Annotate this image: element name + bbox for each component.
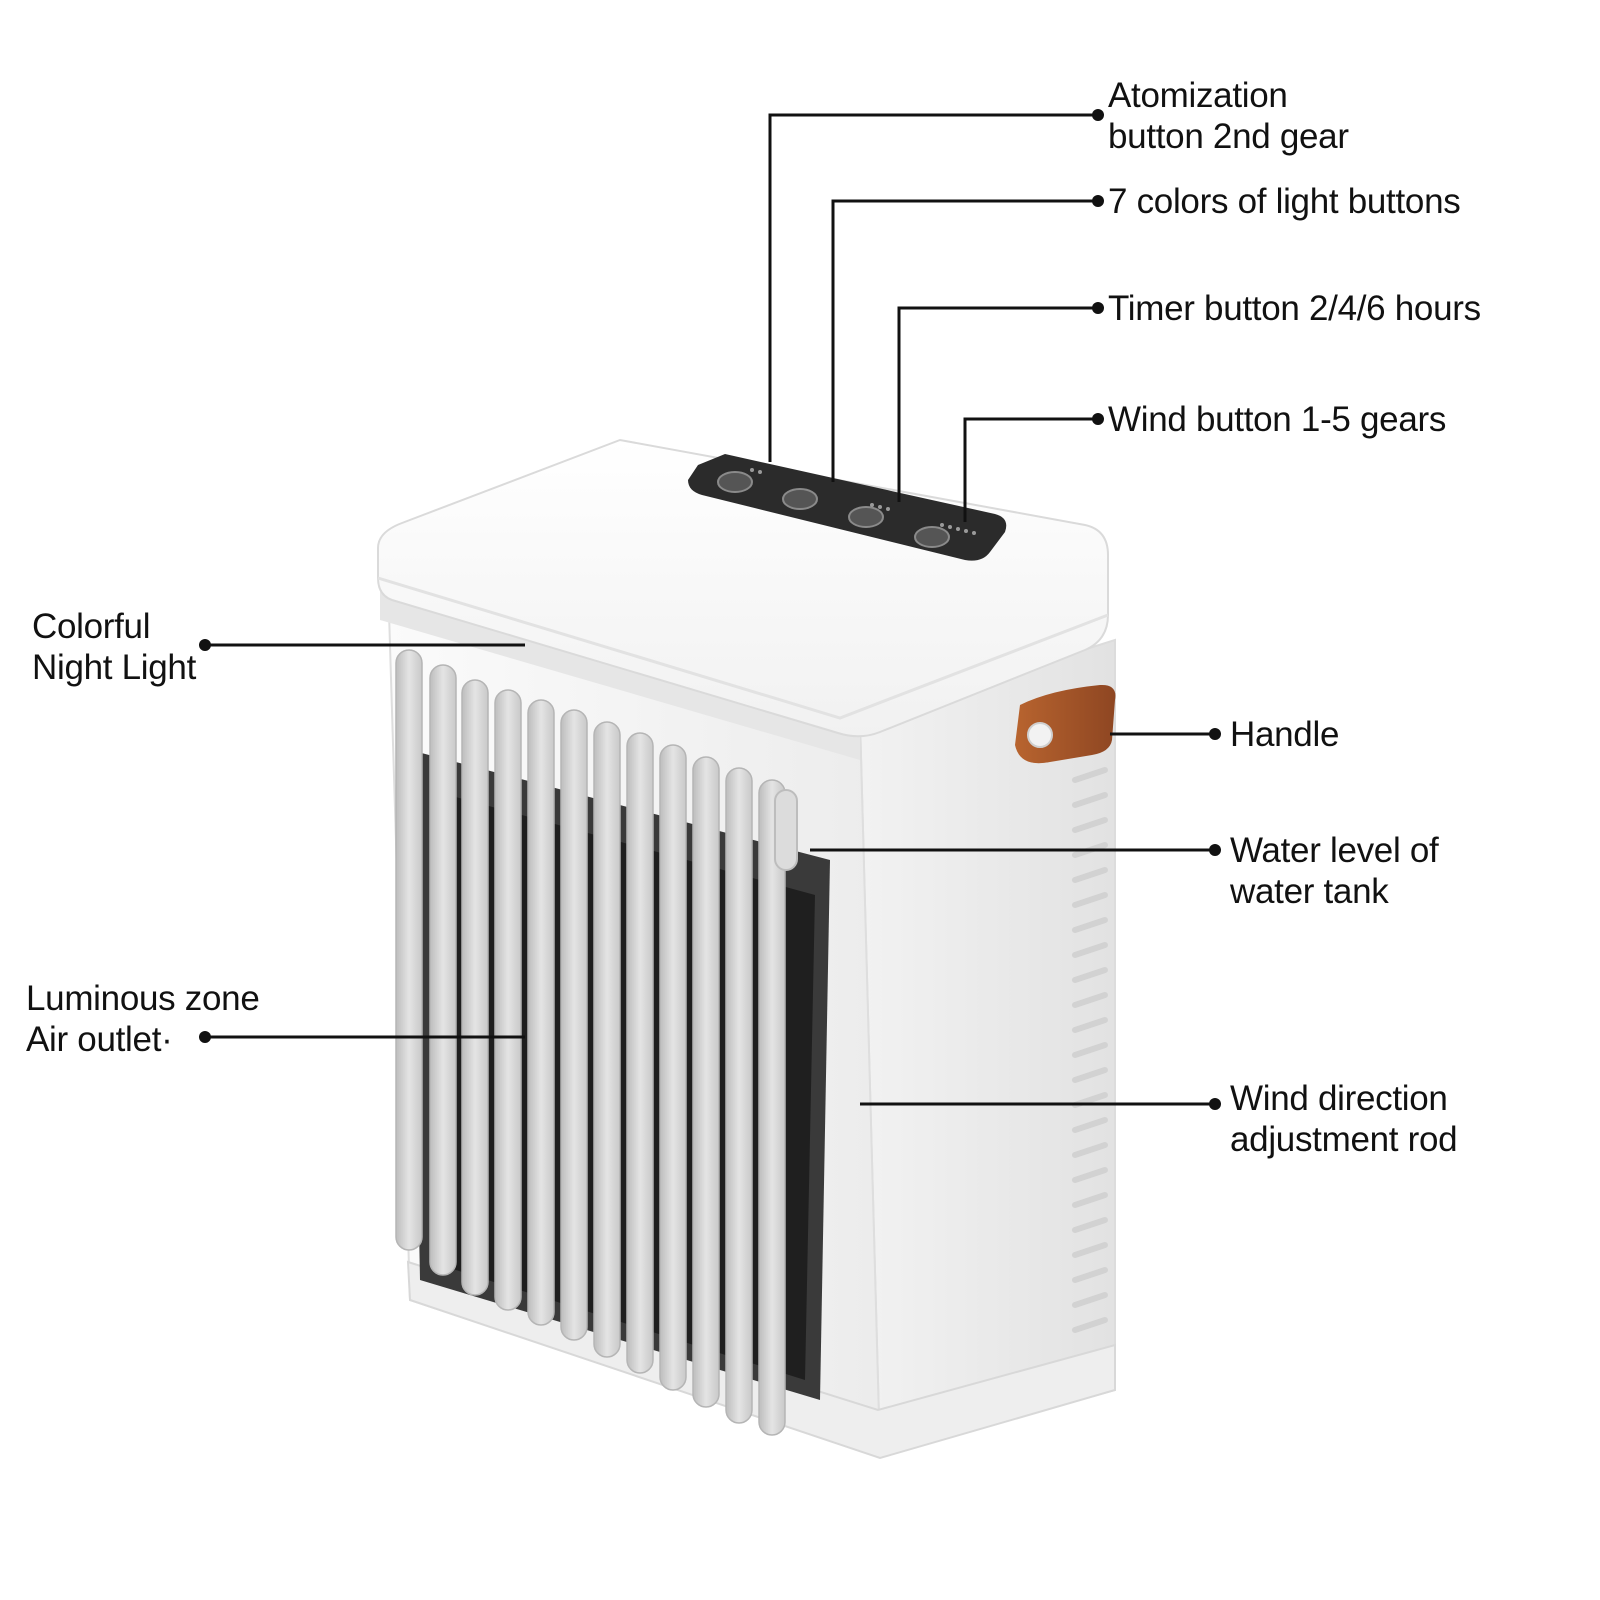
- label-wind-line1: Wind button 1-5 gears: [1108, 400, 1447, 439]
- side-vents: [1072, 767, 1108, 1333]
- leader-timer: [897, 306, 1098, 502]
- cooler-base: [406, 1260, 1116, 1460]
- label-night-light-line2: Night Light: [32, 648, 197, 687]
- label-air-outlet: Luminous zone Air outlet·: [26, 978, 260, 1060]
- label-wind-direction-line1: Wind direction: [1230, 1079, 1448, 1118]
- label-atomization-line1: Atomization: [1108, 76, 1288, 115]
- lid-edge: [377, 576, 1109, 720]
- panel-buttons: [717, 471, 950, 548]
- label-light-buttons: 7 colors of light buttons: [1108, 181, 1461, 222]
- leader-dots: [199, 109, 1221, 1110]
- leader-atomization: [768, 113, 1098, 462]
- label-air-outlet-line2: Air outlet·: [26, 1020, 173, 1059]
- label-light-line1: 7 colors of light buttons: [1108, 182, 1461, 221]
- water-level-window: [774, 789, 798, 871]
- label-atomization-button: Atomization button 2nd gear: [1108, 75, 1349, 157]
- label-water-level-line2: water tank: [1230, 872, 1389, 911]
- label-timer-button: Timer button 2/4/6 hours: [1108, 288, 1481, 329]
- panel-indicators: [750, 468, 976, 535]
- label-water-level: Water level of water tank: [1230, 830, 1439, 912]
- leader-wind: [963, 417, 1098, 522]
- label-water-level-line1: Water level of: [1230, 831, 1439, 870]
- leader-light: [831, 199, 1098, 482]
- cooler-side-face: [858, 638, 1116, 1457]
- label-atomization-line2: button 2nd gear: [1108, 117, 1349, 156]
- louvers: [395, 649, 786, 1436]
- label-timer-line1: Timer button 2/4/6 hours: [1108, 289, 1481, 328]
- handle-rivet: [1027, 722, 1053, 748]
- label-handle-line1: Handle: [1230, 715, 1340, 754]
- label-night-light: Colorful Night Light: [32, 606, 196, 688]
- label-wind-direction-line2: adjustment rod: [1230, 1120, 1458, 1159]
- label-handle: Handle: [1230, 714, 1339, 755]
- label-night-light-line1: Colorful: [32, 607, 151, 646]
- label-wind-direction: Wind direction adjustment rod: [1230, 1078, 1458, 1160]
- label-wind-button: Wind button 1-5 gears: [1108, 399, 1446, 440]
- label-air-outlet-line1: Luminous zone: [26, 979, 260, 1018]
- leader-lines: [205, 113, 1215, 1106]
